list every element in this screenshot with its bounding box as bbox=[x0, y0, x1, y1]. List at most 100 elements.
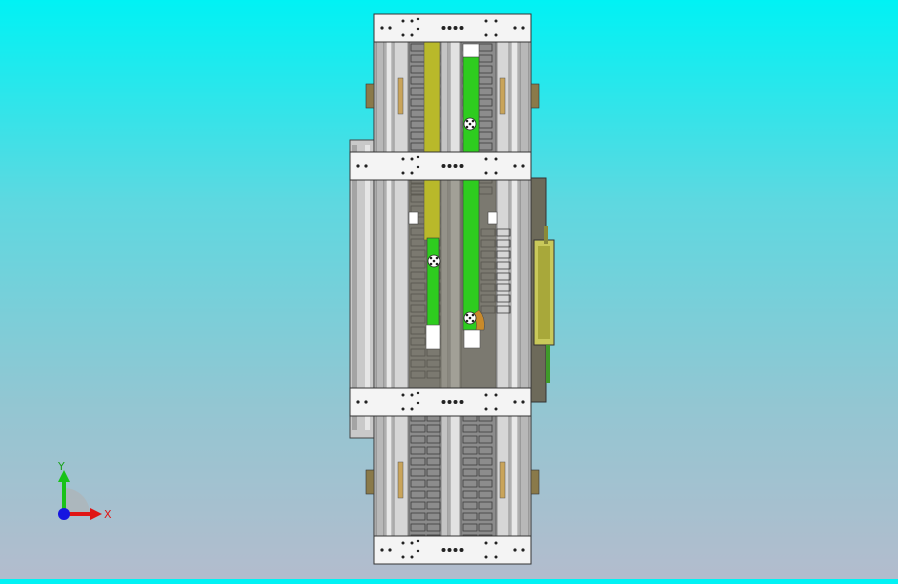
chain-link bbox=[496, 294, 511, 303]
plate-hole bbox=[416, 539, 420, 543]
plate-hole bbox=[453, 548, 458, 552]
bearing-dot bbox=[465, 313, 469, 317]
chain-link bbox=[462, 501, 478, 510]
plate-hole bbox=[459, 26, 464, 30]
plate-hole bbox=[484, 33, 488, 37]
plate-hole bbox=[356, 400, 360, 404]
cross-plates bbox=[349, 13, 532, 565]
plate-hole bbox=[447, 548, 452, 552]
chain-link bbox=[426, 424, 441, 433]
plate-hole bbox=[447, 164, 452, 168]
plate-hole bbox=[484, 171, 488, 175]
plate-hole bbox=[364, 400, 368, 404]
plate-hole bbox=[453, 164, 458, 168]
triad-z-axis-icon bbox=[58, 508, 70, 520]
plate-hole bbox=[484, 541, 488, 545]
bearing-dot bbox=[435, 262, 439, 266]
plate-hole bbox=[356, 164, 360, 168]
chain-link bbox=[426, 512, 441, 521]
chain-link bbox=[426, 490, 441, 499]
plate-hole bbox=[441, 400, 446, 404]
plate-hole bbox=[494, 19, 498, 23]
chain-link bbox=[496, 272, 511, 281]
bearing-dot bbox=[435, 256, 439, 260]
cross-plate bbox=[349, 387, 532, 417]
plate-hole bbox=[494, 393, 498, 397]
plate-hole bbox=[410, 393, 414, 397]
plate-hole bbox=[410, 555, 414, 559]
chain-link bbox=[478, 501, 493, 510]
plate-hole bbox=[416, 401, 420, 405]
plate-hole bbox=[401, 157, 405, 161]
chain-link bbox=[410, 446, 426, 455]
plate-hole bbox=[494, 541, 498, 545]
plate-hole bbox=[401, 393, 405, 397]
plate-hole bbox=[513, 164, 517, 168]
plate-hole bbox=[453, 400, 458, 404]
chain-link bbox=[496, 283, 511, 292]
chain-link bbox=[478, 446, 493, 455]
plate-hole bbox=[521, 548, 525, 552]
chain-link bbox=[478, 457, 493, 466]
plate-hole bbox=[410, 157, 414, 161]
chain-link bbox=[426, 457, 441, 466]
cross-plate bbox=[373, 13, 532, 43]
chain-link bbox=[410, 523, 426, 532]
plate-hole bbox=[416, 391, 420, 395]
green-cable-upper bbox=[462, 43, 480, 59]
chain-link bbox=[462, 446, 478, 455]
plate-hole bbox=[484, 393, 488, 397]
plate-hole bbox=[453, 26, 458, 30]
plate-hole bbox=[484, 157, 488, 161]
plate-hole bbox=[447, 400, 452, 404]
bearing-dot bbox=[471, 119, 475, 123]
plate-hole bbox=[494, 157, 498, 161]
plate-hole bbox=[380, 26, 384, 30]
chain-link bbox=[478, 523, 493, 532]
plate-hole bbox=[410, 19, 414, 23]
chain-link bbox=[478, 424, 493, 433]
chain-link bbox=[462, 479, 478, 488]
plate-hole bbox=[388, 548, 392, 552]
triad-x-arrow-icon bbox=[90, 508, 102, 520]
chain-link bbox=[478, 468, 493, 477]
triad-y-label: Y bbox=[57, 460, 65, 473]
cross-plate bbox=[373, 535, 532, 565]
chain-link bbox=[496, 228, 511, 237]
chain-link bbox=[410, 424, 426, 433]
triad-plane-shade bbox=[64, 488, 90, 514]
chain-link bbox=[426, 501, 441, 510]
plate-hole bbox=[416, 549, 420, 553]
plate-hole bbox=[513, 400, 517, 404]
plate-hole bbox=[416, 17, 420, 21]
plate-hole bbox=[441, 26, 446, 30]
cable-bearing-markers bbox=[427, 117, 477, 325]
plate-hole bbox=[484, 19, 488, 23]
plate-hole bbox=[447, 26, 452, 30]
plate-hole bbox=[416, 27, 420, 31]
chain-link bbox=[410, 468, 426, 477]
plate-hole bbox=[459, 400, 464, 404]
triad-x-label: X bbox=[104, 508, 112, 521]
plate-hole bbox=[513, 26, 517, 30]
chain-link bbox=[462, 490, 478, 499]
chain-link bbox=[410, 457, 426, 466]
chain-link bbox=[462, 457, 478, 466]
plate-hole bbox=[416, 165, 420, 169]
chain-link bbox=[410, 501, 426, 510]
bearing-dot bbox=[465, 319, 469, 323]
chain-link bbox=[426, 479, 441, 488]
chain-link bbox=[426, 435, 441, 444]
bearing-dot bbox=[468, 316, 472, 320]
plate-hole bbox=[364, 164, 368, 168]
chain-link bbox=[478, 435, 493, 444]
plate-hole bbox=[401, 19, 405, 23]
bearing-dot bbox=[471, 313, 475, 317]
chain-link bbox=[462, 424, 478, 433]
plate-hole bbox=[410, 541, 414, 545]
chain-link bbox=[410, 512, 426, 521]
plate-hole bbox=[494, 555, 498, 559]
plate-hole bbox=[521, 164, 525, 168]
